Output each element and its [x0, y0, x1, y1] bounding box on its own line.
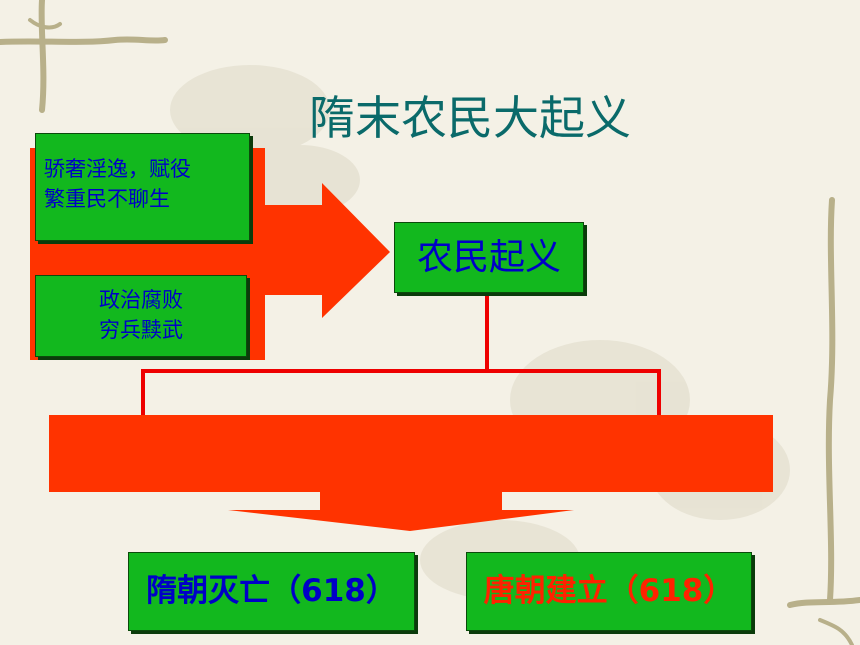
- cause-text-line: 政治腐败: [99, 288, 183, 312]
- peasant-uprising-box: 农民起义: [394, 222, 584, 293]
- cause-text-line: 骄奢淫逸，赋役: [44, 157, 191, 181]
- page-title: 隋末农民大起义: [309, 91, 631, 145]
- cause-text-line: 穷兵黩武: [99, 318, 183, 342]
- tang-founding-box: 唐朝建立（618）: [466, 552, 752, 631]
- cause-box-extravagance: 骄奢淫逸，赋役 繁重民不聊生: [35, 133, 250, 241]
- cause-text-line: 繁重民不聊生: [44, 187, 170, 211]
- plant-vine-decor: [787, 197, 860, 645]
- result-arrow: [49, 415, 773, 531]
- cause-box-politics: 政治腐败 穷兵黩武: [35, 275, 247, 357]
- sui-fall-box: 隋朝灭亡（618）: [128, 552, 415, 631]
- plant-vine-decor: [0, 0, 168, 113]
